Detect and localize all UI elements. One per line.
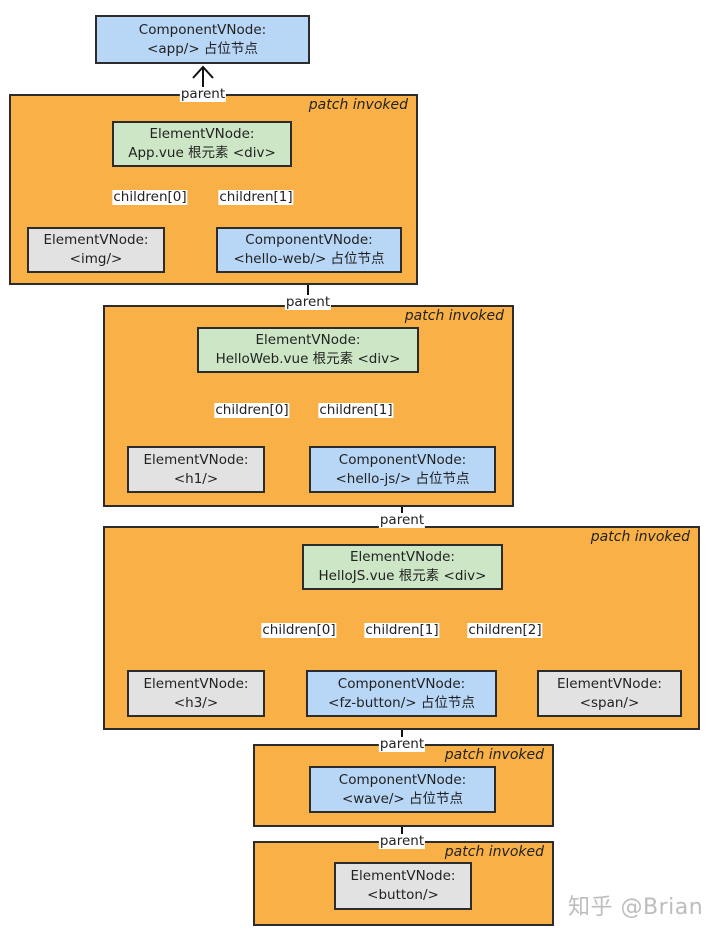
node-desc-label: <hello-js/> 占位节点 [335,470,470,487]
node-type-label: ComponentVNode: [138,21,267,38]
node-type-label: ElementVNode: [350,868,456,884]
parent-edge-label: parent [378,833,426,849]
hellojs-root-element-node: ElementVNode: HelloJS.vue 根元素 <div> [302,544,503,590]
node-type-label: ElementVNode: [143,451,249,468]
img-element-node: ElementVNode: <img/> [27,227,165,273]
fz-button-placeholder-node: ComponentVNode: <fz-button/> 占位节点 [306,670,497,717]
node-desc-label: HelloWeb.vue 根元素 <div> [215,351,401,367]
patch-invoked-label: patch invoked [404,308,504,324]
node-desc-label: <fz-button/> 占位节点 [328,694,475,711]
span-element-node: ElementVNode: <span/> [537,670,682,717]
children-edge-label: children[1] [318,402,394,418]
node-desc-label: <wave/> 占位节点 [341,790,464,807]
children-edge-label: children[2] [467,622,543,638]
node-type-label: ElementVNode: [557,675,662,692]
node-type-label: ComponentVNode: [338,451,467,468]
helloweb-root-element-node: ElementVNode: HelloWeb.vue 根元素 <div> [197,327,419,373]
button-element-node: ElementVNode: <button/> [334,862,472,910]
h1-element-node: ElementVNode: <h1/> [127,446,265,493]
node-desc-label: <img/> [69,251,123,267]
node-desc-label: App.vue 根元素 <div> [128,145,276,161]
parent-edge-label: parent [284,294,332,310]
children-edge-label: children[0] [261,622,337,638]
patch-invoked-label: patch invoked [590,529,690,545]
h3-element-node: ElementVNode: <h3/> [127,670,265,717]
node-desc-label: <app/> 占位节点 [147,40,258,57]
app-placeholder-node: ComponentVNode: <app/> 占位节点 [95,15,310,64]
children-edge-label: children[0] [214,402,290,418]
node-desc-label: <hello-web/> 占位节点 [233,251,385,267]
parent-edge-label: parent [378,512,426,528]
node-type-label: ElementVNode: [149,126,255,142]
app-root-element-node: ElementVNode: App.vue 根元素 <div> [112,121,292,167]
node-type-label: ElementVNode: [143,675,249,692]
parent-edge-label: parent [179,86,227,102]
patch-panel-wave: patch invoked [253,841,554,926]
hello-web-placeholder-node: ComponentVNode: <hello-web/> 占位节点 [216,227,402,273]
patch-invoked-label: patch invoked [308,97,408,113]
node-type-label: ElementVNode: [350,549,455,565]
node-desc-label: HelloJS.vue 根元素 <div> [318,568,487,584]
hello-js-placeholder-node: ComponentVNode: <hello-js/> 占位节点 [309,446,496,493]
patch-invoked-label: patch invoked [444,844,544,860]
node-type-label: ComponentVNode: [245,232,373,248]
node-desc-label: <h1/> [173,470,219,487]
parent-edge-label: parent [378,736,426,752]
patch-invoked-label: patch invoked [444,747,544,763]
node-desc-label: <span/> [579,694,640,711]
node-type-label: ElementVNode: [43,232,149,248]
wave-placeholder-node: ComponentVNode: <wave/> 占位节点 [309,766,496,813]
node-desc-label: <h3/> [173,694,219,711]
node-type-label: ComponentVNode: [337,675,466,692]
node-type-label: ComponentVNode: [338,771,467,788]
node-desc-label: <button/> [367,887,439,903]
watermark: 知乎 @Brian [568,895,704,920]
node-type-label: ElementVNode: [255,332,361,348]
children-edge-label: children[1] [364,622,440,638]
children-edge-label: children[0] [112,189,188,205]
children-edge-label: children[1] [218,189,294,205]
